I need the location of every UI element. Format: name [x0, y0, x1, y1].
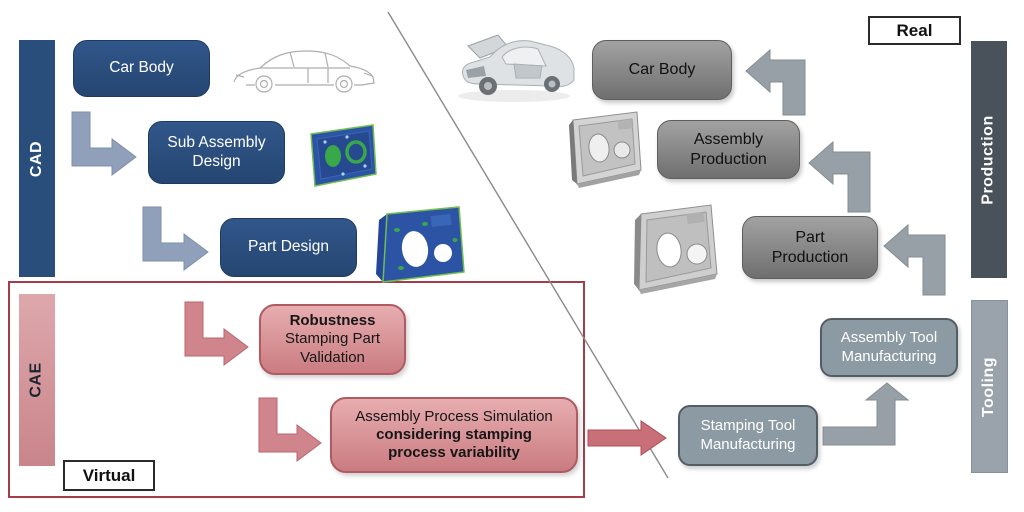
- part-design-label: Part Design: [248, 238, 329, 256]
- assembly-tool-line2: Manufacturing: [841, 347, 937, 365]
- arrow-assembly-production-to-car-body: [745, 48, 806, 116]
- cae-section-label: CAE: [28, 362, 45, 398]
- car-sketch-icon: [233, 50, 375, 93]
- assembly-production-box: Assembly Production: [657, 120, 800, 179]
- assembly-tool-line1: Assembly Tool: [840, 329, 938, 347]
- simulation-line3: process variability: [388, 444, 520, 462]
- car-body-in-white-photo: [458, 34, 575, 102]
- stamping-tool-manufacturing-box: Stamping Tool Manufacturing: [678, 405, 818, 466]
- sub-assembly-line1: Sub Assembly: [167, 133, 266, 151]
- cad-section-bar: CAD: [19, 40, 55, 277]
- part-design-cad-panel-image: [376, 206, 465, 283]
- cad-car-body-box: Car Body: [73, 40, 210, 97]
- assembly-production-line1: Assembly: [693, 130, 764, 148]
- robustness-validation-box: Robustness Stamping Part Validation: [259, 304, 406, 375]
- real-label: Real: [868, 16, 961, 45]
- stamping-tool-line1: Stamping Tool: [700, 417, 796, 435]
- sub-assembly-line2: Design: [192, 152, 241, 170]
- assembly-door-panel-photo: [569, 111, 642, 188]
- sub-assembly-design-box: Sub Assembly Design: [148, 121, 285, 184]
- arrow-car-body-to-sub-assembly: [71, 111, 137, 176]
- production-section-bar: Production: [971, 41, 1007, 278]
- part-production-box: Part Production: [742, 216, 878, 279]
- simulation-line2: considering stamping: [376, 425, 532, 443]
- arrow-part-production-to-assembly-production: [808, 140, 871, 213]
- robustness-title: Robustness: [289, 312, 376, 330]
- part-design-box: Part Design: [220, 218, 357, 277]
- arrow-simulation-to-stamping-tool: [587, 420, 667, 456]
- part-production-line2: Production: [771, 248, 849, 266]
- virtual-label: Virtual: [63, 460, 155, 491]
- assembly-process-simulation-box: Assembly Process Simulation considering …: [330, 397, 578, 473]
- part-door-panel-photo: [634, 204, 718, 294]
- simulation-line1: Assembly Process Simulation: [355, 407, 553, 425]
- virtual-label-text: Virtual: [82, 465, 136, 485]
- tooling-section-bar: Tooling: [971, 300, 1008, 473]
- robustness-line3: Validation: [300, 348, 365, 366]
- cad-section-label: CAD: [28, 140, 46, 177]
- arrow-sub-assembly-to-part-design: [142, 206, 209, 271]
- assembly-production-line2: Production: [690, 150, 767, 168]
- cae-section-bar: CAE: [19, 294, 55, 466]
- arrow-tooling-to-part-production: [883, 223, 946, 296]
- part-production-line1: Part: [795, 228, 825, 246]
- production-car-body-label: Car Body: [628, 61, 696, 79]
- stamping-tool-line2: Manufacturing: [700, 435, 796, 453]
- arrow-stamping-tool-to-assembly-tool: [822, 382, 910, 446]
- real-label-text: Real: [896, 20, 933, 40]
- production-car-body-box: Car Body: [592, 40, 732, 100]
- robustness-line2: Stamping Part: [284, 330, 381, 348]
- cad-car-body-label: Car Body: [109, 59, 174, 77]
- assembly-tool-manufacturing-box: Assembly Tool Manufacturing: [820, 318, 958, 377]
- tooling-section-label: Tooling: [980, 356, 998, 417]
- production-section-label: Production: [980, 114, 997, 205]
- sub-assembly-cad-panel-image: [310, 124, 377, 187]
